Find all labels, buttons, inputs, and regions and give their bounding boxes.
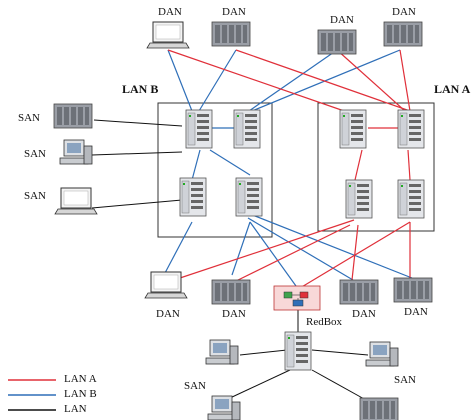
bottom-dan-label-4: DAN [404,306,428,318]
left-san-rack-icon [53,103,93,129]
left-san-label-3: SAN [24,190,47,202]
bottom-dan-label-3: DAN [352,308,376,320]
bottom-dan-label-1: DAN [156,308,180,320]
top-dan-laptop-icon [146,21,190,49]
redbox-label: RedBox [306,316,343,328]
lan-a-switch-4 [397,179,425,219]
top-dan-rack-icon-1 [211,21,251,47]
bottom-switch [284,331,312,371]
bottom-dan-rack-icon-3 [393,277,433,303]
top-dan-rack-icon-2 [317,29,357,55]
left-san-pc-icon [59,139,93,165]
top-dan-rack-icon-3 [383,21,423,47]
lan-links [91,119,369,401]
bottom-san-label-2: SAN [394,374,417,386]
top-dan-label-3: DAN [330,14,354,26]
bottom-san-pc-icon-3 [207,395,241,420]
bottom-san-pc-icon-1 [205,339,239,365]
legend-label-lan-b: LAN B [64,388,97,400]
bottom-san-rack-icon [359,397,399,420]
bottom-dan-rack-icon-2 [339,279,379,305]
top-dan-label-4: DAN [392,6,416,18]
lan-a-switch-2 [397,109,425,149]
lan-a-links [164,49,411,289]
bottom-dan-laptop-icon [144,271,188,299]
left-san-label-1: SAN [18,112,41,124]
lan-b-switch-4 [235,177,263,217]
lan-a-switch-3 [345,179,373,219]
bottom-dan-rack-icon-1 [211,279,251,305]
bottom-san-label-1: SAN [184,380,207,392]
lan-b-title: LAN B [122,82,159,96]
lan-b-links [164,49,413,287]
bottom-san-pc-icon-2 [365,341,399,367]
lan-a-title: LAN A [434,82,471,96]
left-san-laptop-icon [54,187,98,215]
bottom-dan-label-2: DAN [222,308,246,320]
legend-label-lan-a: LAN A [64,373,97,385]
lan-b-switch-3 [179,177,207,217]
lan-b-box [157,102,273,238]
top-dan-label-2: DAN [222,6,246,18]
lan-b-switch-1 [185,109,213,149]
lan-a-box [317,102,435,232]
legend-label-lan: LAN [64,403,87,415]
left-san-label-2: SAN [24,148,47,160]
lan-b-switch-2 [233,109,261,149]
lan-a-switch-1 [339,109,367,149]
redbox-icon [273,285,321,311]
top-dan-label-1: DAN [158,6,182,18]
